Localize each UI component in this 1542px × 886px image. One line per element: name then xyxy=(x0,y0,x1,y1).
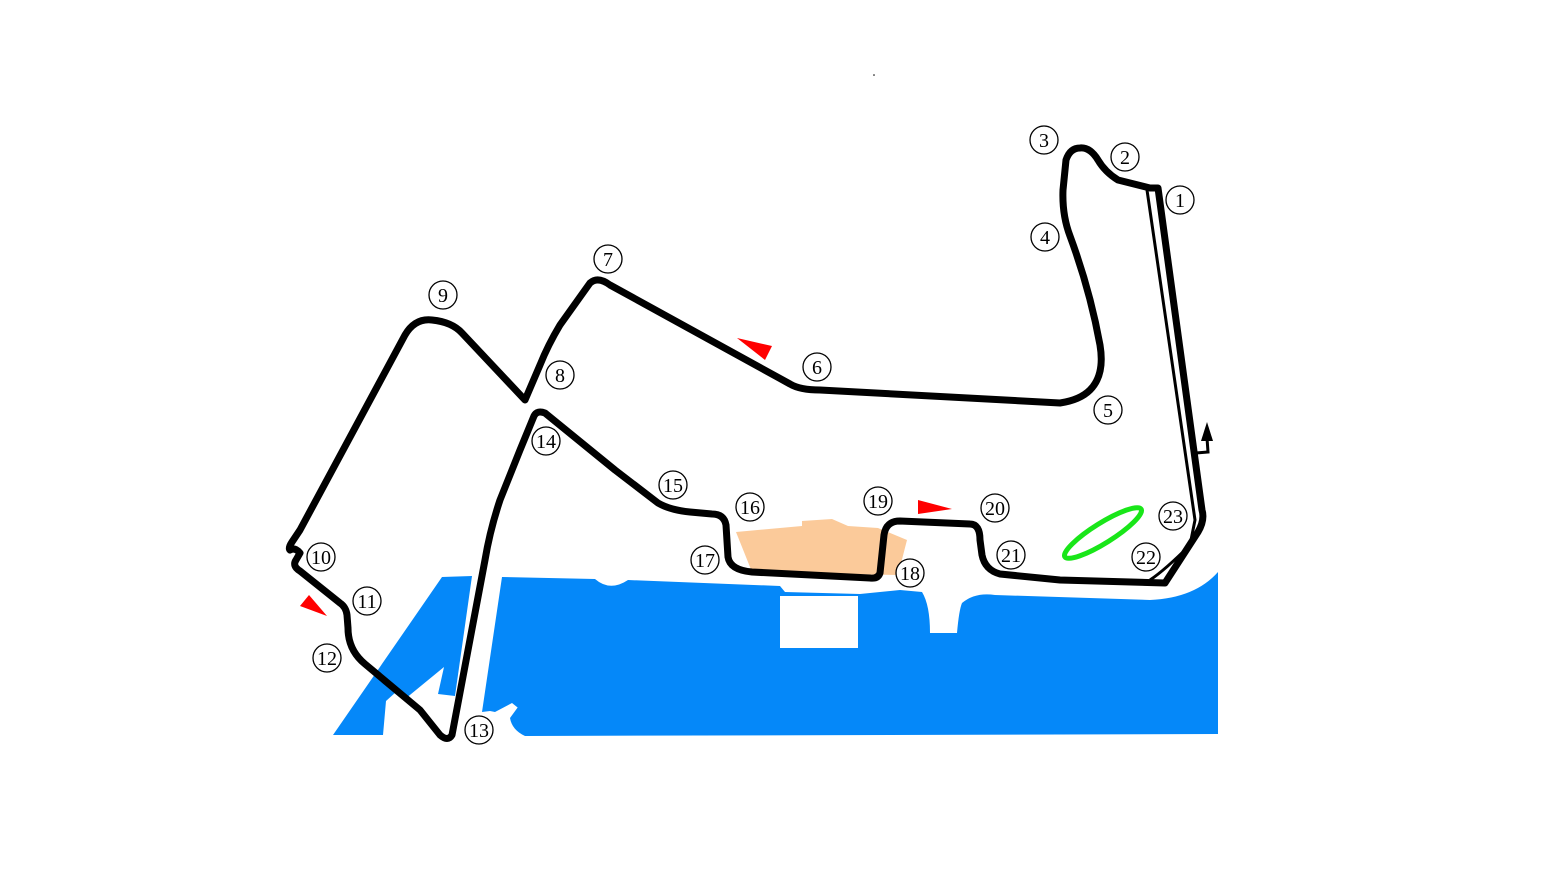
race-track xyxy=(285,144,1207,742)
turn-marker-20: 20 xyxy=(980,493,1010,523)
turn-marker-18: 18 xyxy=(895,558,925,588)
turn-marker-1: 1 xyxy=(1165,185,1195,215)
turn-marker-circle xyxy=(1158,501,1188,531)
water-area xyxy=(333,572,1218,736)
turn-marker-circle xyxy=(996,540,1026,570)
turn-marker-label: 3 xyxy=(1039,130,1049,152)
bay-water xyxy=(482,572,1218,736)
green-oval-feature xyxy=(1061,505,1145,561)
turn-marker-3: 3 xyxy=(1029,125,1059,155)
float-platform xyxy=(780,596,858,648)
turn-marker-label: 11 xyxy=(357,591,376,613)
turn-marker-9: 9 xyxy=(428,280,458,310)
turn-marker-label: 6 xyxy=(812,357,822,379)
turn-marker-label: 4 xyxy=(1040,227,1050,249)
turn-marker-label: 19 xyxy=(868,491,888,513)
turn-marker-4: 4 xyxy=(1030,222,1060,252)
turn-marker-21: 21 xyxy=(996,540,1026,570)
turn-marker-circle xyxy=(531,426,561,456)
turn-marker-label: 22 xyxy=(1136,547,1156,569)
turn-marker-circle xyxy=(352,586,382,616)
turn-marker-circle xyxy=(658,470,688,500)
turn-marker-circle xyxy=(863,486,893,516)
turn-marker-19: 19 xyxy=(863,486,893,516)
turn-marker-circle xyxy=(428,280,458,310)
turn-marker-15: 15 xyxy=(658,470,688,500)
turn-marker-16: 16 xyxy=(735,492,765,522)
turn-marker-23: 23 xyxy=(1158,501,1188,531)
turn-marker-label: 18 xyxy=(900,563,920,585)
turn-marker-label: 17 xyxy=(695,550,715,572)
turn-marker-label: 20 xyxy=(985,498,1005,520)
turn-marker-circle xyxy=(1093,395,1123,425)
turn-marker-11: 11 xyxy=(352,586,382,616)
turn-marker-12: 12 xyxy=(312,643,342,673)
red-triangle-flag-icon xyxy=(918,500,952,514)
turn-marker-2: 2 xyxy=(1110,142,1140,172)
turn-marker-label: 2 xyxy=(1120,147,1130,169)
turn-marker-circle xyxy=(895,558,925,588)
turn-marker-circle xyxy=(980,493,1010,523)
turn-marker-circle xyxy=(545,360,575,390)
turn-marker-circle xyxy=(735,492,765,522)
marina-inlet xyxy=(333,576,472,735)
turn-marker-14: 14 xyxy=(531,426,561,456)
turn-marker-label: 12 xyxy=(317,648,337,670)
turn-marker-label: 5 xyxy=(1103,400,1113,422)
turn-marker-circle xyxy=(690,545,720,575)
turn-marker-label: 23 xyxy=(1163,506,1183,528)
turn-marker-17: 17 xyxy=(690,545,720,575)
turn-marker-circle xyxy=(1165,185,1195,215)
turn-marker-circle xyxy=(306,542,336,572)
turn-marker-circle xyxy=(1110,142,1140,172)
turn-marker-circle xyxy=(802,352,832,382)
turn-marker-5: 5 xyxy=(1093,395,1123,425)
turn-marker-10: 10 xyxy=(306,542,336,572)
turn-marker-6: 6 xyxy=(802,352,832,382)
turn-marker-label: 15 xyxy=(663,475,683,497)
turn-marker-label: 21 xyxy=(1001,545,1021,567)
turn-marker-label: 1 xyxy=(1175,190,1185,212)
turn-marker-22: 22 xyxy=(1131,542,1161,572)
red-triangle-flag-icon xyxy=(737,338,772,360)
turn-marker-label: 13 xyxy=(469,720,489,742)
turn-marker-circle xyxy=(1030,222,1060,252)
turn-marker-label: 10 xyxy=(311,547,331,569)
turn-marker-label: 16 xyxy=(740,497,760,519)
turn-marker-circle xyxy=(312,643,342,673)
map-dot xyxy=(873,74,875,76)
turn-marker-7: 7 xyxy=(593,244,623,274)
red-triangle-flag-icon xyxy=(300,595,327,616)
turn-marker-circle xyxy=(593,244,623,274)
turn-marker-circle xyxy=(1131,542,1161,572)
turn-marker-8: 8 xyxy=(545,360,575,390)
direction-arrow-icon xyxy=(1195,422,1213,455)
turn-marker-circle xyxy=(464,715,494,745)
turn-marker-13: 13 xyxy=(464,715,494,745)
turn-marker-circle xyxy=(1029,125,1059,155)
turn-marker-label: 8 xyxy=(555,365,565,387)
grandstand-area xyxy=(736,519,907,575)
turn-marker-label: 9 xyxy=(438,285,448,307)
turn-marker-label: 14 xyxy=(536,431,556,453)
turn-marker-label: 7 xyxy=(603,249,613,271)
